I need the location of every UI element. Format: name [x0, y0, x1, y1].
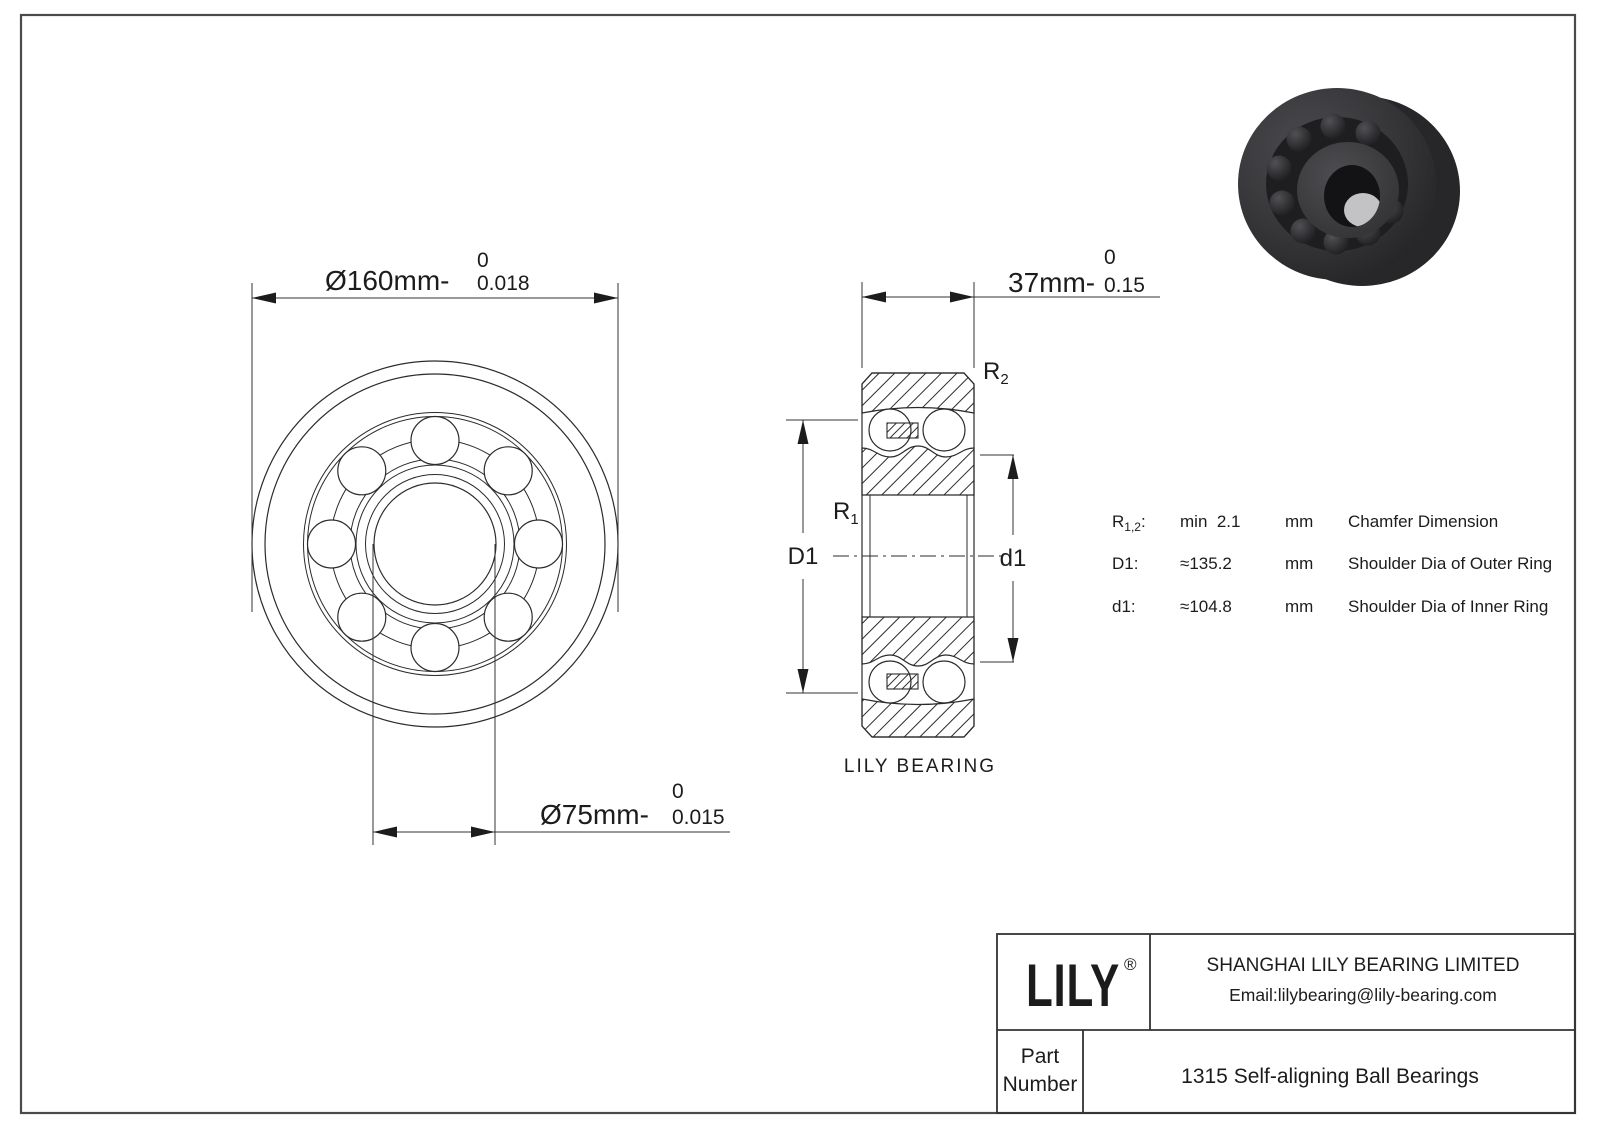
inner-ring-bottom-section: [861, 616, 975, 667]
spec-row3-value: ≈104.8: [1180, 597, 1232, 616]
outer-diameter-value: Ø160mm-: [325, 265, 449, 296]
section-width-tol-lower: 0.15: [1104, 274, 1145, 297]
dimension-bore-diameter: Ø75mm- 0 0.015: [372, 544, 730, 845]
front-view-drawing: [251, 360, 619, 728]
dimension-d1-outer-shoulder: D1: [786, 419, 858, 694]
bearing-balls-front: [306, 415, 564, 673]
section-width-tol-upper: 0: [1104, 246, 1116, 269]
company-email: Email:lilybearing@lily-bearing.com: [1229, 985, 1497, 1005]
title-block: LILY ® SHANGHAI LILY BEARING LIMITED Ema…: [996, 933, 1576, 1114]
company-logo: LILY: [1026, 952, 1120, 1019]
inner-ring-top-section: [861, 445, 975, 496]
r1-chamfer-label: R1: [833, 498, 859, 528]
dimension-outer-diameter: Ø160mm- 0 0.018: [251, 249, 619, 612]
section-caption: LILY BEARING: [844, 756, 996, 777]
page-border: [19, 13, 1577, 1115]
spec-row1-unit: mm: [1285, 512, 1313, 531]
bore-diameter-tol-upper: 0: [672, 780, 684, 803]
r2-chamfer-label: R2: [983, 358, 1009, 388]
outer-ring-bottom-section: [861, 698, 975, 738]
part-number-label-line2: Number: [1003, 1073, 1078, 1096]
spec-row1-label: R1,2:: [1112, 512, 1146, 534]
bearing-photo: [1238, 88, 1460, 286]
section-view-drawing: [833, 372, 1002, 738]
bore-circle: [373, 482, 497, 606]
spec-row1-value: min 2.1: [1180, 512, 1240, 531]
d1-right-label: d1: [1000, 545, 1027, 572]
company-name: SHANGHAI LILY BEARING LIMITED: [1207, 955, 1520, 976]
cage-section-top: [886, 422, 919, 439]
inner-shoulder-circle: [365, 474, 505, 614]
section-ball: [922, 408, 966, 452]
cage-section-bottom: [886, 673, 919, 690]
d1-left-label: D1: [788, 543, 819, 570]
cage-inner-rail-b: [355, 464, 515, 624]
spec-row1-desc: Chamfer Dimension: [1348, 512, 1498, 531]
section-width-value: 37mm-: [1008, 267, 1095, 298]
dimension-section-width: 37mm- 0 0.15: [861, 246, 1160, 368]
spec-row3-label: d1:: [1112, 597, 1136, 616]
section-ball: [922, 660, 966, 704]
outer-diameter-tol-lower: 0.018: [477, 272, 530, 295]
registered-mark: ®: [1124, 955, 1137, 974]
part-number-label-line1: Part: [1021, 1045, 1060, 1068]
section-outline: [861, 372, 975, 738]
spec-row2-label: D1:: [1112, 554, 1138, 573]
spec-row3-unit: mm: [1285, 597, 1313, 616]
bore-diameter-tol-lower: 0.015: [672, 806, 725, 829]
outer-ring-top-section: [861, 372, 975, 414]
spec-row3-desc: Shoulder Dia of Inner Ring: [1348, 597, 1548, 616]
bore-diameter-value: Ø75mm-: [540, 799, 649, 830]
part-number-value: 1315 Self-aligning Ball Bearings: [1181, 1065, 1479, 1088]
spec-table: R1,2: min 2.1 mm Chamfer Dimension D1: ≈…: [1112, 512, 1552, 616]
spec-row2-desc: Shoulder Dia of Outer Ring: [1348, 554, 1552, 573]
spec-row2-unit: mm: [1285, 554, 1313, 573]
dimension-d1-inner-shoulder: d1: [980, 454, 1027, 663]
spec-row2-value: ≈135.2: [1180, 554, 1232, 573]
outer-race-circle: [303, 412, 567, 676]
outer-chamfer-circle: [264, 373, 606, 715]
outer-diameter-tol-upper: 0: [477, 249, 489, 272]
